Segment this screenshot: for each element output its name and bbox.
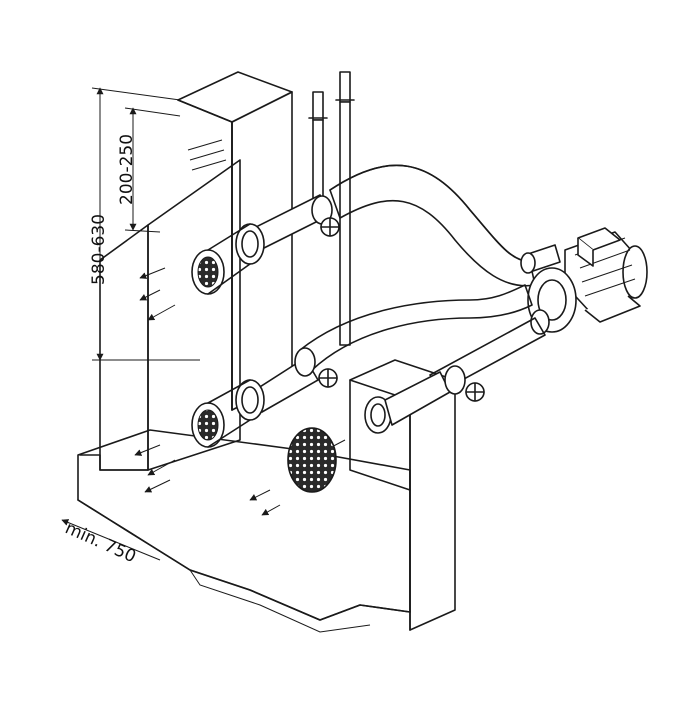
dimension-overall: 580-630 <box>89 87 200 361</box>
valve-handwheel-icon <box>444 365 485 402</box>
floor-drain-grate-icon <box>249 427 337 516</box>
pump-motor-icon <box>520 227 648 335</box>
valve-handwheel-icon <box>294 347 338 388</box>
dimension-jet-depth-label: 200-250 <box>117 134 137 205</box>
dimension-overall-label: 580-630 <box>89 214 109 285</box>
valve-handwheel-icon <box>311 195 340 237</box>
middle-flex-hose <box>299 284 533 371</box>
jet-nozzle-icon <box>191 379 251 448</box>
front-suction-fitting <box>321 365 485 453</box>
pool-floor <box>77 429 411 633</box>
upper-flex-hose <box>329 164 536 287</box>
upper-jet-assembly <box>139 194 340 321</box>
jet-nozzle-icon <box>191 223 251 295</box>
lower-jet-assembly <box>134 347 338 493</box>
air-riser-pipes <box>308 71 355 346</box>
dimension-jet-depth: 200-250 <box>117 107 181 233</box>
dimension-min-spacing-label: min. 750 <box>62 518 139 567</box>
